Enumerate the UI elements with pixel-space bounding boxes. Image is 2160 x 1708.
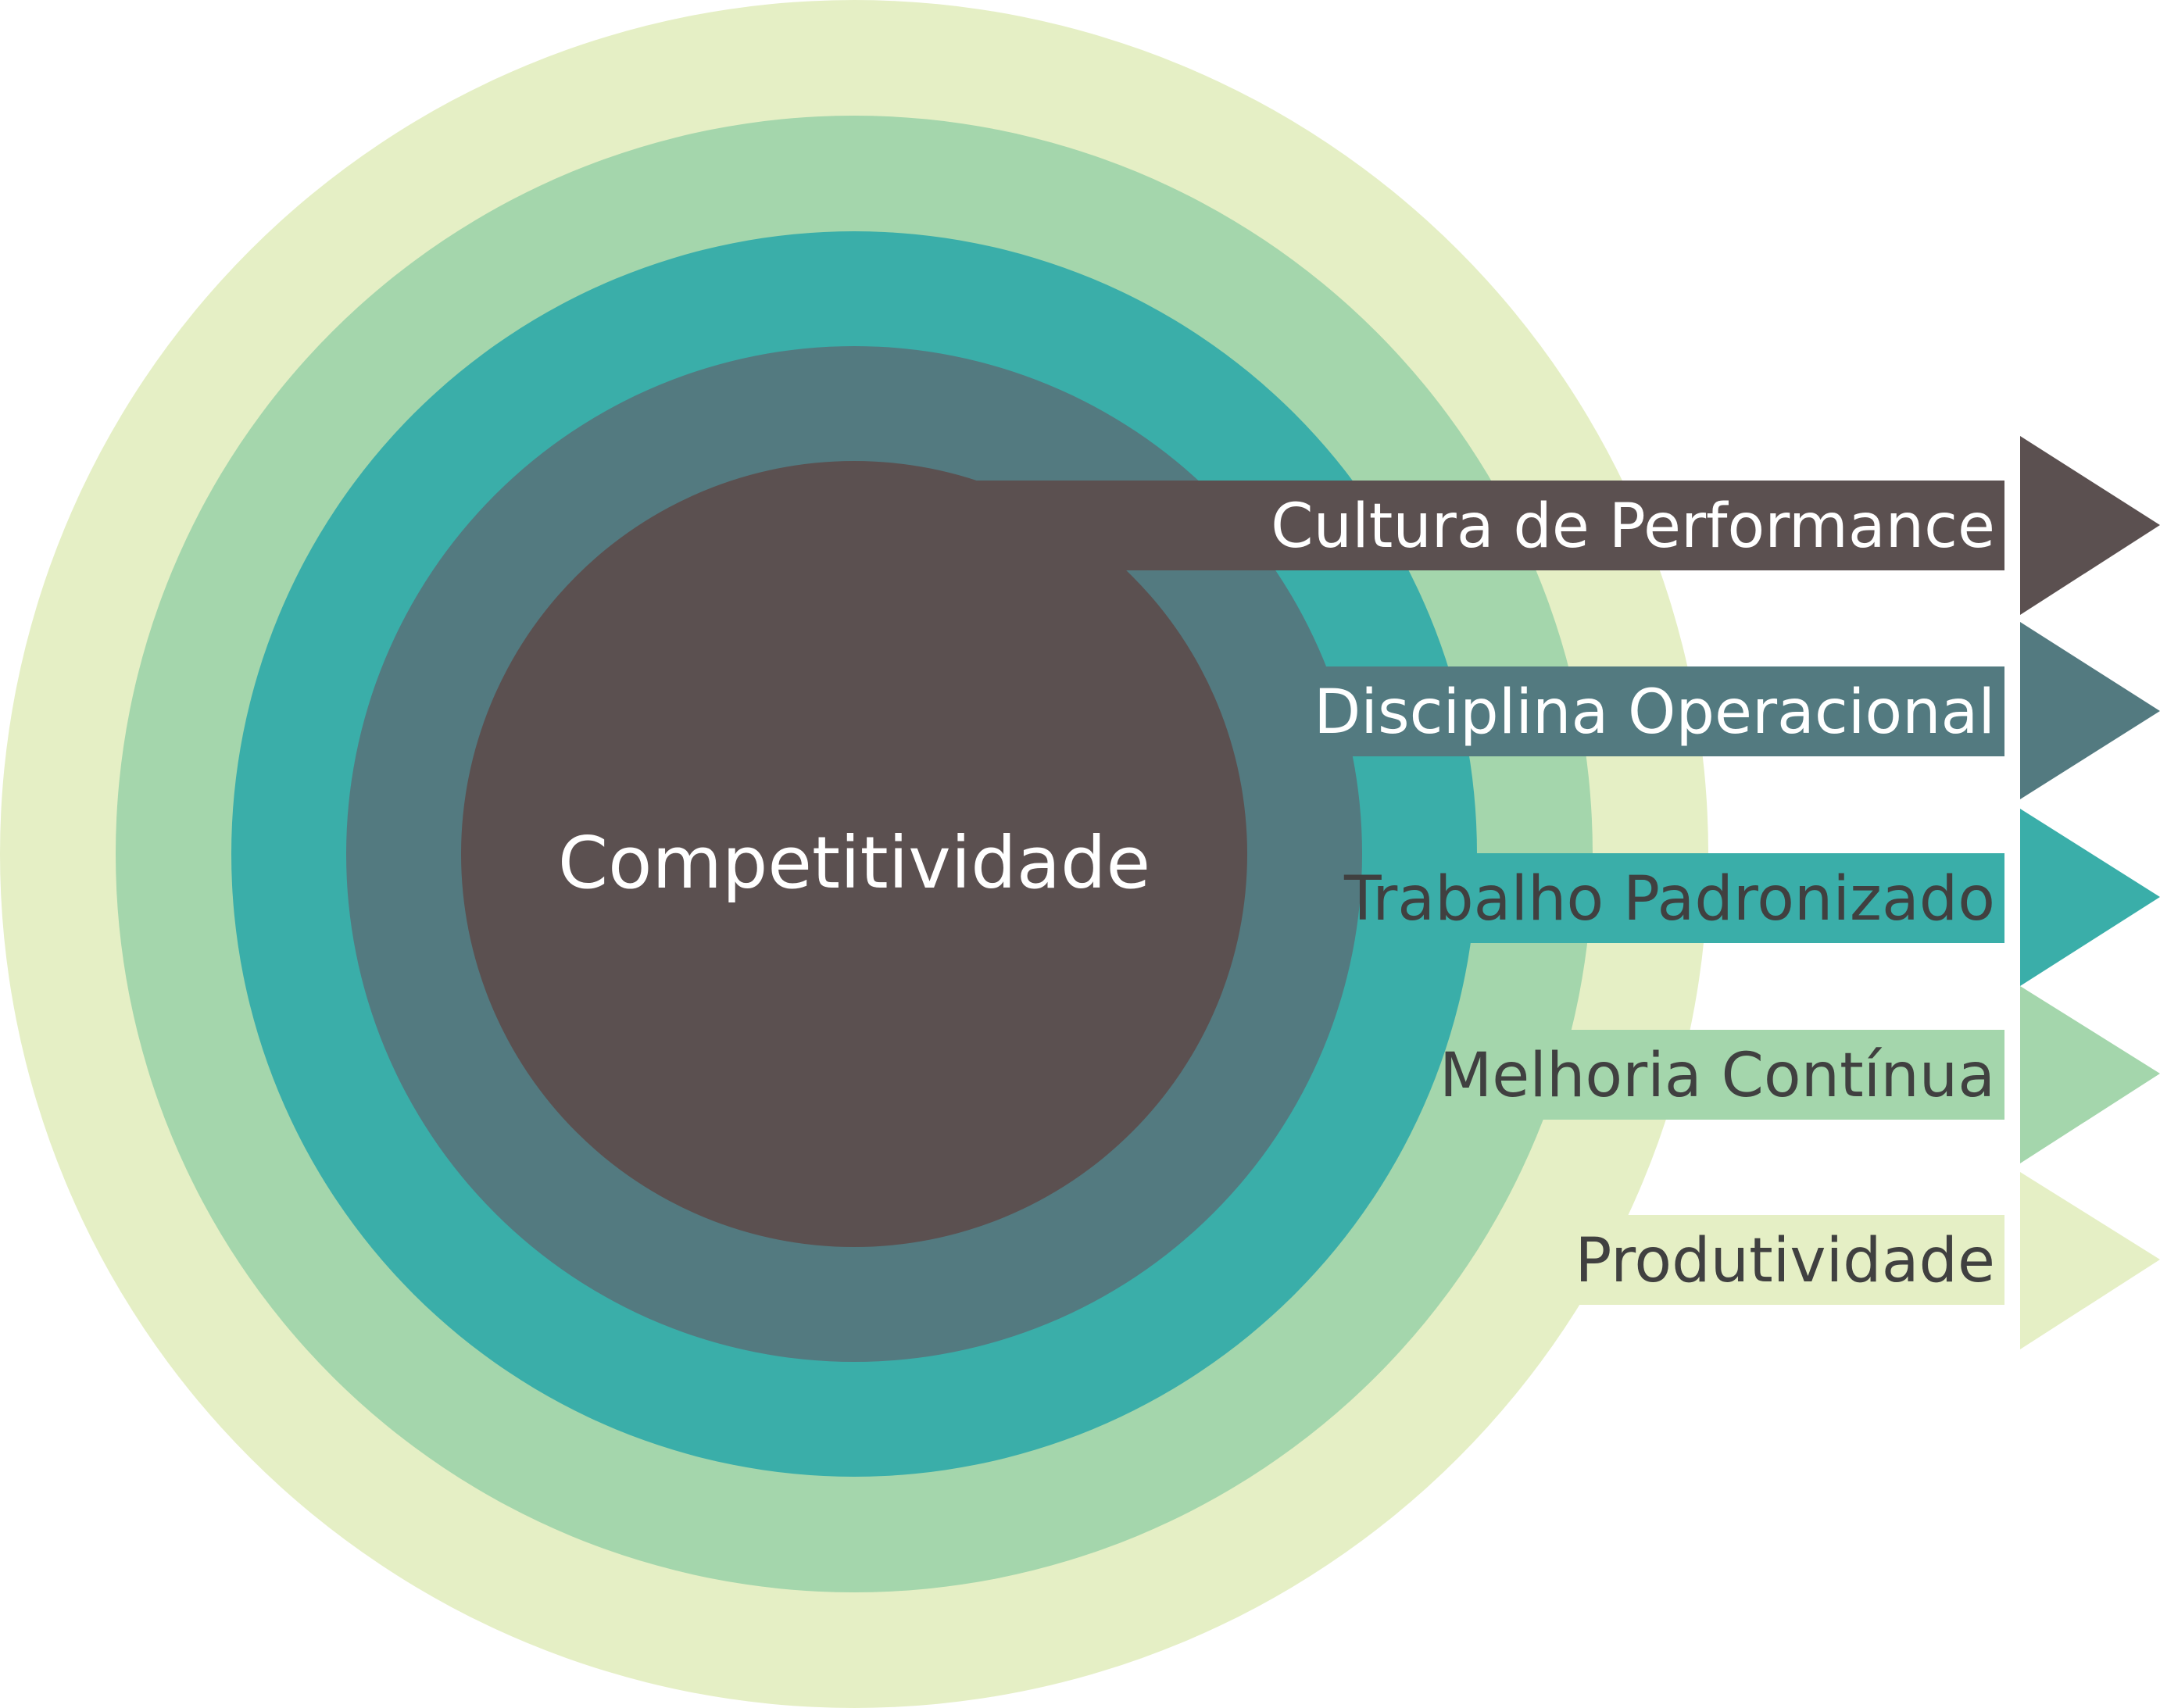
- band-cultura-de-performance: Cultura de Performance: [977, 436, 2160, 615]
- center-label: Competitividade: [558, 821, 1150, 905]
- band-trabalho-padronizado: Trabalho Padronizado: [1343, 809, 2160, 986]
- band-produtividade: Produtividade: [1547, 1172, 2160, 1349]
- layer-label-melhoria-continua: Melhoria Contínua: [1439, 1041, 1995, 1111]
- ring-cultura-de-performance: [461, 461, 1247, 1247]
- layer-label-trabalho-padronizado: Trabalho Padronizado: [1343, 864, 1995, 934]
- layer-label-disciplina-operacional: Disciplina Operacional: [1314, 677, 1995, 748]
- arrow-melhoria-continua: [2020, 986, 2160, 1163]
- layer-label-cultura-de-performance: Cultura de Performance: [1271, 491, 1995, 562]
- arrow-disciplina-operacional: [2020, 622, 2160, 799]
- arrow-trabalho-padronizado: [2020, 809, 2160, 986]
- arrow-cultura-de-performance: [2020, 436, 2160, 615]
- band-disciplina-operacional: Disciplina Operacional: [1314, 622, 2160, 799]
- layer-label-produtividade: Produtividade: [1575, 1226, 1995, 1296]
- band-melhoria-continua: Melhoria Contínua: [1439, 986, 2160, 1163]
- arrow-produtividade: [2020, 1172, 2160, 1349]
